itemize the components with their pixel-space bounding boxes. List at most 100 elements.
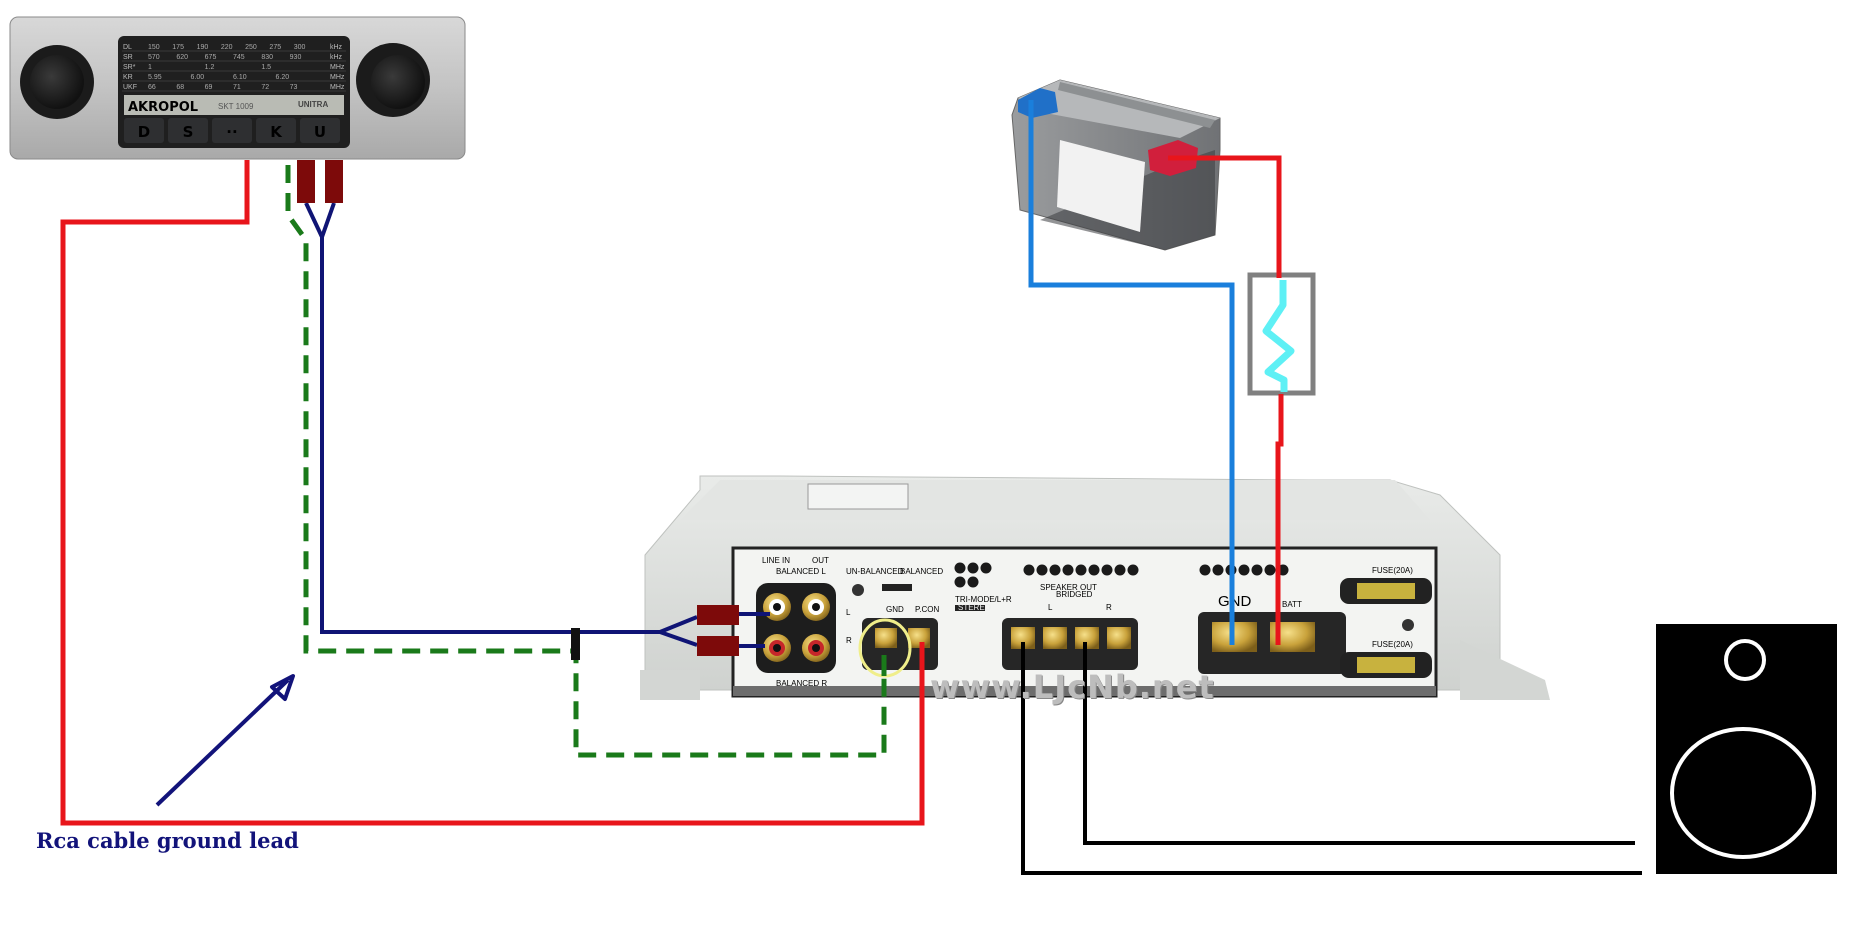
dial-band-label: SR* (123, 64, 136, 71)
speaker-r-plus-terminal[interactable] (1075, 627, 1099, 649)
dial-mark: 66 (148, 84, 156, 91)
dial-mark: 1.2 (205, 64, 215, 71)
vent-dot (1251, 564, 1263, 576)
dial-mark: 5.95 (148, 74, 162, 81)
line-in-label: LINE IN (762, 556, 790, 565)
preset-button-label: D (138, 123, 150, 141)
radio-brand: AKROPOL (128, 100, 198, 115)
rca-plugs-amp (697, 605, 739, 656)
dial-unit: kHz (330, 44, 343, 51)
preset-button[interactable]: U (300, 118, 340, 143)
dial-band-label: KR (123, 74, 133, 81)
battery-label (1057, 140, 1145, 232)
dial-band-label: UKF (123, 84, 137, 91)
splice-icon (571, 628, 580, 660)
screw-icon (852, 584, 864, 596)
vent-dot (1101, 564, 1113, 576)
channel-r-label: R (846, 636, 852, 645)
vent-dot (980, 562, 992, 574)
dial-mark: 275 (269, 44, 281, 51)
rca-signal-wire-fork-r (659, 630, 698, 647)
battery-negative-terminal[interactable] (1018, 88, 1058, 118)
amp-label-plate (807, 483, 909, 510)
brand-strip (124, 95, 344, 115)
balanced-label: BALANCED (900, 567, 943, 576)
rca-out-right-jack[interactable] (802, 634, 830, 662)
tweeter-icon (1724, 639, 1766, 681)
rca-ground-wire (285, 165, 887, 758)
speaker-l-label: L (1048, 603, 1053, 612)
vent-dot (1049, 564, 1061, 576)
speaker-l-plus-terminal[interactable] (1011, 627, 1035, 649)
unbalanced-label: UN-BALANCED (846, 567, 904, 576)
vent-dot (967, 576, 979, 588)
speaker-terminal-block (1002, 618, 1138, 670)
rca-plug[interactable] (697, 605, 739, 625)
arrow-head-icon (270, 674, 295, 701)
bridged-label: BRIDGED (1056, 590, 1093, 599)
dial-mark: 930 (290, 54, 302, 61)
preset-button-label: K (270, 123, 283, 141)
fuse-1[interactable] (1340, 578, 1432, 604)
speaker-l-minus-terminal[interactable] (1043, 627, 1067, 649)
stereo-badge (955, 605, 985, 611)
rca-plug[interactable] (697, 636, 739, 656)
fuse-2[interactable] (1340, 652, 1432, 678)
preset-button[interactable]: S (168, 118, 208, 143)
woofer-icon (1670, 727, 1816, 859)
vent-dot (1062, 564, 1074, 576)
vent-dot (954, 562, 966, 574)
vent-dot (1036, 564, 1048, 576)
watermark: www.LJcNb.net (930, 668, 1215, 706)
preset-button-label: U (314, 123, 326, 141)
vent-dot (1088, 564, 1100, 576)
stereo-label: STEREO (958, 603, 991, 612)
vent-dot (1023, 564, 1035, 576)
speaker-r-label: R (1106, 603, 1112, 612)
speaker-cabinet (1656, 624, 1837, 874)
dial-mark: 68 (176, 84, 184, 91)
rca-in-right-jack[interactable] (763, 634, 791, 662)
rca-signal-wire (320, 237, 660, 634)
balance-switch[interactable] (882, 584, 912, 591)
dial-unit: MHz (330, 74, 345, 81)
radio-maker: UNITRA (298, 100, 328, 109)
volume-knob[interactable] (20, 45, 94, 119)
vent-dot (1127, 564, 1139, 576)
dial-mark: 1.5 (261, 64, 271, 71)
speaker (1656, 624, 1837, 874)
arrow-line (155, 678, 290, 807)
batt-label: BATT (1282, 600, 1302, 609)
indicator-dots (954, 562, 1289, 588)
tuning-knob[interactable] (356, 43, 430, 117)
gnd-terminal[interactable] (875, 628, 897, 648)
preset-button[interactable]: K (256, 118, 296, 143)
vent-dot (1199, 564, 1211, 576)
radio-model: SKT 1009 (218, 102, 254, 111)
dial-mark: 570 (148, 54, 160, 61)
rca-signal-wire-right (320, 202, 336, 238)
vent-dot (1264, 564, 1276, 576)
balanced-r-label: BALANCED R (776, 679, 827, 688)
dial-unit: MHz (330, 64, 345, 71)
vent-dot (1238, 564, 1250, 576)
dial-mark: 73 (290, 84, 298, 91)
rca-plug[interactable] (297, 160, 315, 203)
preset-button[interactable]: ·· (212, 118, 252, 143)
preset-button[interactable]: D (124, 118, 164, 143)
speaker-out-label: SPEAKER OUT (1040, 583, 1097, 592)
rca-signal-wire-fork-l (659, 615, 698, 634)
rca-plug[interactable] (325, 160, 343, 203)
speaker-r-minus-terminal[interactable] (1107, 627, 1131, 649)
rca-out-left-jack[interactable] (802, 593, 830, 621)
dial-mark: 71 (233, 84, 241, 91)
rca-in-left-jack[interactable] (763, 593, 791, 621)
screw-icon (1402, 619, 1414, 631)
remote-gnd-label: GND (886, 605, 904, 614)
vent-dot (1212, 564, 1224, 576)
fuse1-label: FUSE(20A) (1372, 566, 1413, 575)
